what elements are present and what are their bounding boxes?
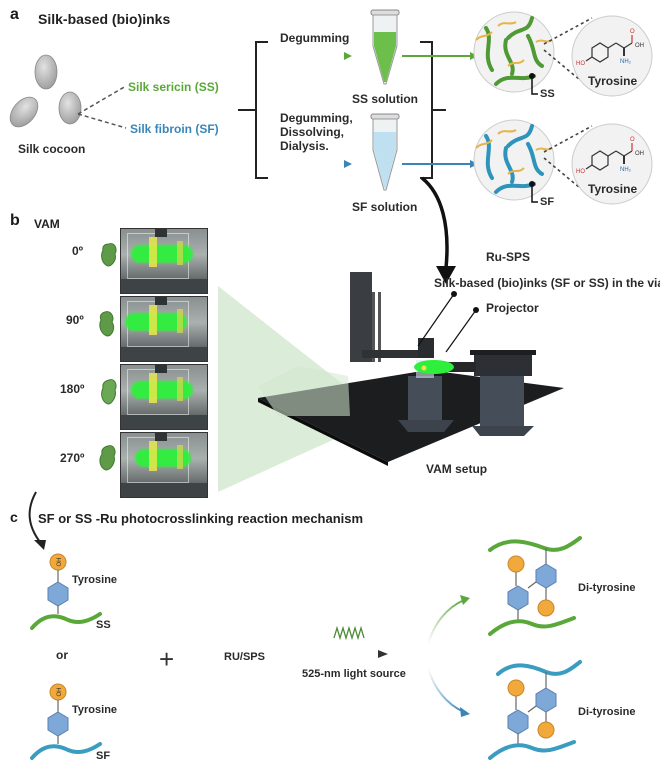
ss-output-arrow — [402, 52, 478, 60]
sf-output-arrow — [402, 160, 478, 168]
vam-frame-270 — [120, 432, 208, 498]
svg-text:OH: OH — [635, 151, 644, 157]
sf-network-tag: SF — [540, 196, 555, 208]
tyrosine-molecule-top-icon: HO O OH NH₂ — [571, 15, 653, 97]
ss-solution-label: SS solution — [352, 92, 418, 106]
tyrosine-label-bottom: Tyrosine — [588, 182, 638, 196]
heart-model-icon-180 — [101, 379, 117, 405]
vam-frame-0 — [120, 228, 208, 294]
reagent-label: RU/SPS — [224, 651, 265, 663]
panel-b-title: VAM — [34, 217, 60, 231]
sf-solution-label: SF solution — [352, 200, 418, 214]
angle-label-0: 0º — [72, 244, 84, 258]
branch-arrow-blue — [427, 667, 470, 717]
panel-b-letter: b — [10, 212, 20, 229]
process-bottom-line-3: Dialysis. — [280, 139, 329, 153]
panel-c-curved-arrow — [28, 491, 46, 550]
ss-input-arrow — [282, 52, 352, 60]
svg-text:NH₂: NH₂ — [620, 167, 632, 173]
svg-text:OH: OH — [635, 43, 644, 49]
degumming-label: Degumming — [280, 31, 350, 45]
tyrosine-molecule-bottom-icon: HO O OH NH₂ — [571, 123, 653, 205]
branch-arrow-green — [427, 595, 470, 645]
silk-fibroin-label: Silk fibroin (SF) — [130, 122, 219, 136]
reaction-arrow — [312, 650, 388, 658]
process-bottom-line-2: Dissolving, — [280, 125, 345, 139]
tyrosine-ss-reactant-icon: OH — [30, 553, 102, 630]
zoom-connector-bottom — [543, 125, 593, 189]
silk-cocoon-label: Silk cocoon — [18, 142, 86, 156]
ss-network-tag: SS — [540, 88, 555, 100]
ru-sps-arrow — [420, 176, 456, 284]
sf-input-arrow — [282, 160, 352, 168]
heart-model-icon-90 — [99, 311, 115, 337]
tyrosine-label-ss: Tyrosine — [72, 574, 118, 586]
vial-callout-line — [417, 291, 457, 347]
sf-tube-icon — [370, 113, 400, 191]
tyrosine-sf-reactant-icon: OH — [30, 683, 102, 760]
di-tyrosine-sf-product-icon — [488, 660, 582, 760]
svg-text:OH: OH — [57, 558, 63, 567]
left-bracket — [238, 41, 268, 179]
heart-model-icon-270 — [99, 445, 116, 471]
zoom-connector-top — [543, 17, 593, 81]
chain-label-sf: SF — [96, 750, 111, 762]
silk-cocoon-icon — [9, 54, 82, 128]
process-bottom-line-1: Degumming, — [280, 111, 353, 125]
tyrosine-label-sf: Tyrosine — [72, 704, 118, 716]
angle-label-90: 90º — [66, 313, 84, 327]
vial-label: Silk-based (bio)inks (SF or SS) in the v… — [434, 276, 660, 290]
silk-sericin-label: Silk sericin (SS) — [128, 80, 219, 94]
svg-text:O: O — [630, 137, 635, 143]
projector-callout-line — [445, 307, 479, 353]
ss-network-icon — [473, 11, 555, 95]
svg-text:HO: HO — [576, 61, 585, 67]
right-bracket — [420, 41, 446, 179]
vam-frame-90 — [120, 296, 208, 362]
ss-tube-icon — [370, 9, 400, 85]
projector-label: Projector — [486, 301, 539, 315]
vam-frame-180 — [120, 364, 208, 430]
light-wave-icon — [333, 625, 365, 641]
light-source-label: 525-nm light source — [302, 668, 406, 680]
svg-text:O: O — [630, 29, 635, 35]
ru-sps-label: Ru-SPS — [486, 250, 531, 264]
or-label: or — [56, 648, 68, 662]
svg-text:HO: HO — [576, 169, 585, 175]
heart-model-icon-0 — [101, 243, 117, 267]
panel-a-letter: a — [10, 6, 19, 23]
panel-a-title: Silk-based (bio)inks — [38, 11, 171, 27]
panel-c-letter: c — [10, 509, 18, 525]
sf-network-icon — [473, 119, 555, 203]
vam-setup-illustration — [258, 272, 564, 466]
angle-label-180: 180º — [60, 382, 85, 396]
di-tyrosine-label-1: Di-tyrosine — [578, 582, 636, 594]
tyrosine-label-top: Tyrosine — [588, 74, 638, 88]
di-tyrosine-label-2: Di-tyrosine — [578, 706, 636, 718]
svg-text:OH: OH — [57, 688, 63, 697]
plus-sign: + — [159, 644, 175, 674]
svg-text:NH₂: NH₂ — [620, 59, 632, 65]
chain-label-ss: SS — [96, 619, 111, 631]
cocoon-dashed-connectors — [77, 85, 127, 129]
panel-c-title: SF or SS -Ru photocrosslinking reaction … — [38, 511, 364, 526]
angle-label-270: 270º — [60, 451, 85, 465]
vam-setup-label: VAM setup — [426, 462, 488, 476]
di-tyrosine-ss-product-icon — [488, 536, 582, 636]
